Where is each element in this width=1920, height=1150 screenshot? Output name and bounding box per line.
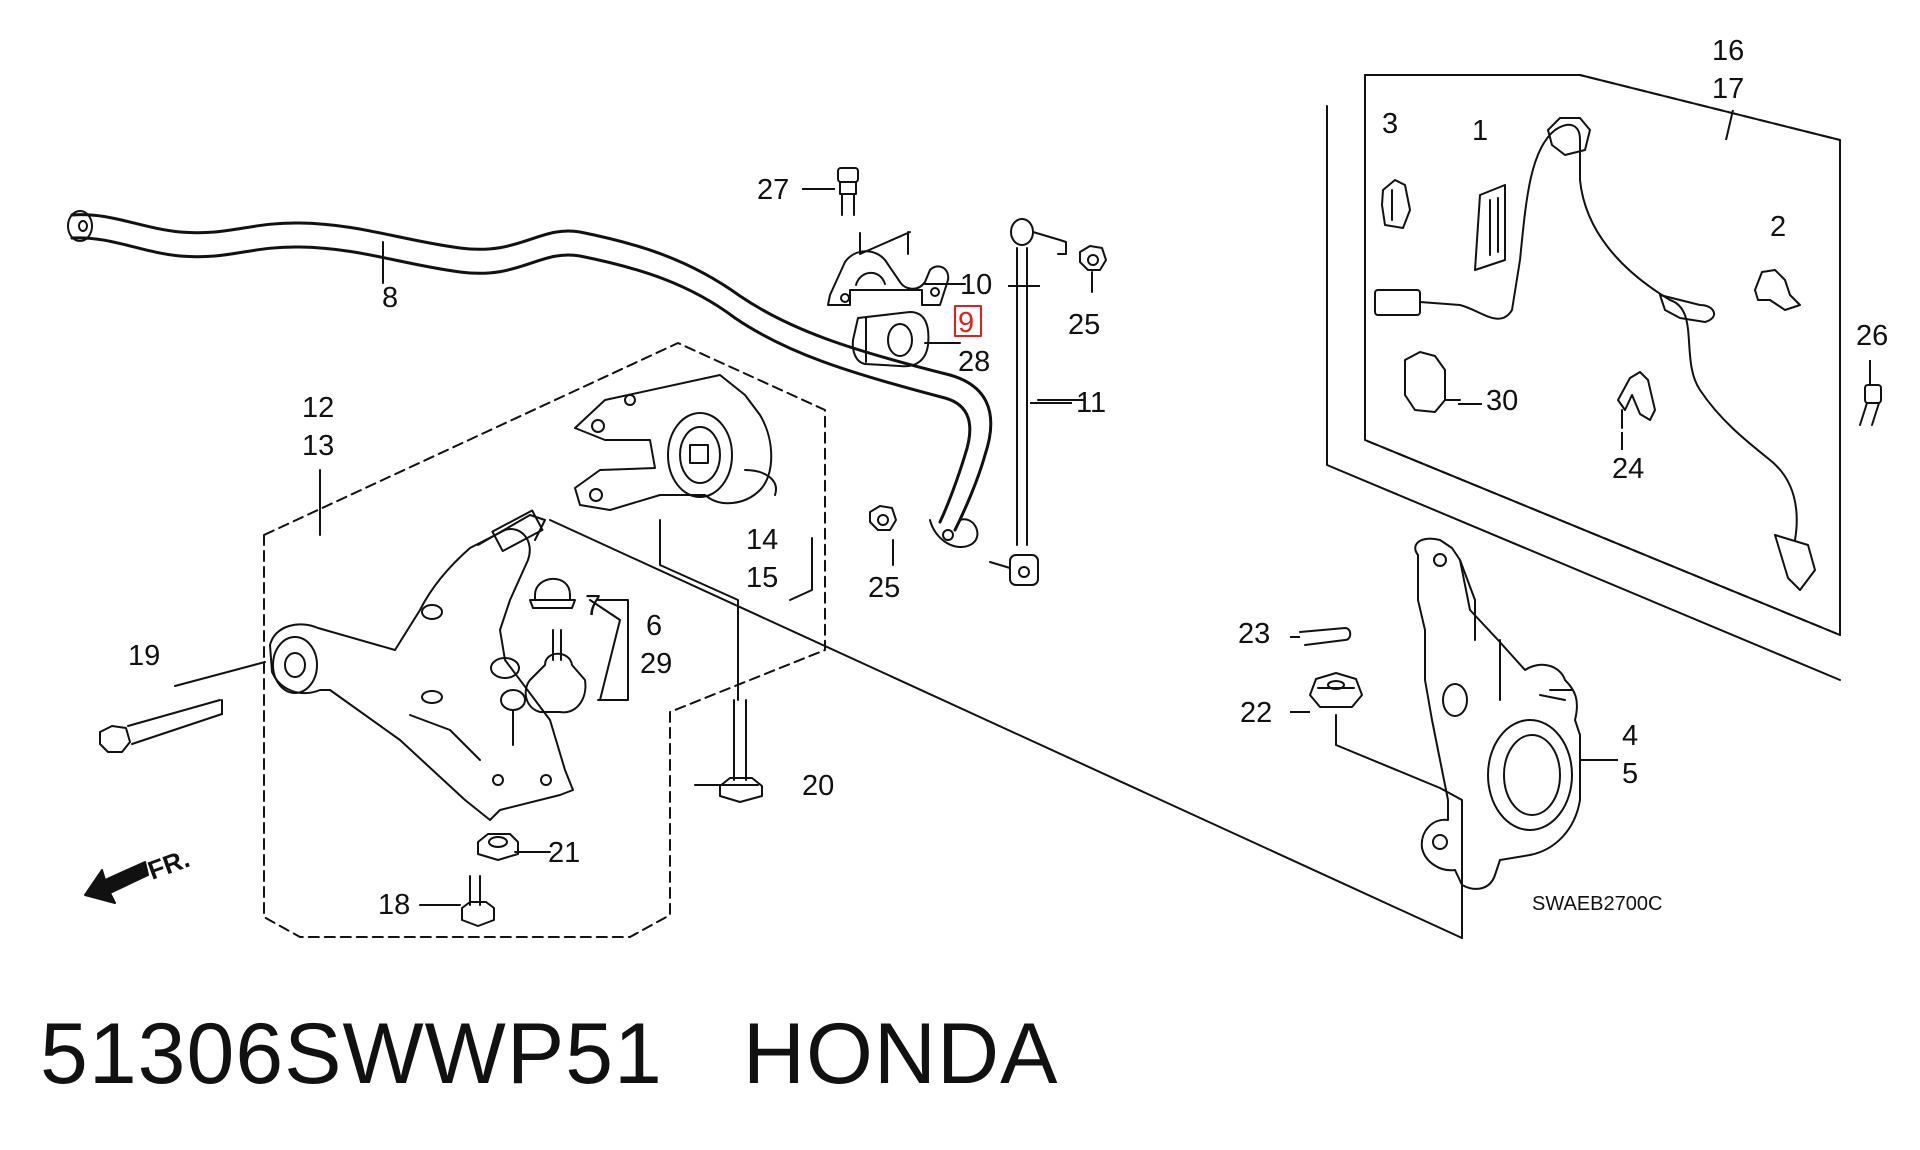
callout-25-upper: 25 (1068, 309, 1100, 341)
stabilizer-link (989, 218, 1067, 586)
callout-20: 20 (802, 770, 834, 802)
callout-19: 19 (128, 640, 160, 672)
leader-lines (174, 231, 1463, 939)
highlight-box (954, 305, 982, 337)
callout-30: 30 (1486, 385, 1518, 417)
callout-25-lower: 25 (868, 572, 900, 604)
callout-13: 13 (302, 430, 334, 462)
callout-9: 9 (958, 307, 974, 339)
callout-18: 18 (378, 889, 410, 921)
callout-7: 7 (585, 590, 601, 622)
callout-14: 14 (746, 524, 778, 556)
callout-17: 17 (1712, 73, 1744, 105)
clip-3 (1381, 179, 1411, 229)
callout-6: 6 (646, 610, 662, 642)
nut-21 (477, 833, 519, 861)
callout-11: 11 (1076, 387, 1106, 419)
callout-16: 16 (1712, 35, 1744, 67)
front-label: FR. (144, 843, 194, 886)
wheel-speed-sensor-harness (1374, 117, 1816, 591)
nut-25-lower (869, 505, 897, 531)
nut-25-upper (1079, 245, 1107, 271)
callout-2: 2 (1770, 211, 1786, 243)
callout-27: 27 (757, 174, 789, 206)
drawing-code: SWAEB2700C (1532, 893, 1662, 915)
callout-4: 4 (1622, 720, 1638, 752)
callout-29: 29 (640, 648, 672, 680)
callout-26: 26 (1856, 320, 1888, 352)
bolt-27 (837, 167, 859, 216)
callout-labels: 8 27 10 9 28 25 11 12 13 14 15 25 7 6 29… (128, 35, 1888, 921)
stabilizer-bushing-holder (827, 250, 950, 306)
callout-23: 23 (1238, 618, 1270, 650)
callout-5: 5 (1622, 758, 1638, 790)
bolt-20 (719, 699, 763, 803)
stabilizer-bar (67, 210, 993, 548)
callout-15: 15 (746, 562, 778, 594)
bolt-19 (99, 699, 223, 753)
sensor-box-dash (1364, 74, 1841, 636)
clip-24 (1617, 371, 1656, 429)
callout-3: 3 (1382, 108, 1398, 140)
front-arrow (84, 861, 149, 904)
clip-30 (1404, 351, 1461, 413)
bolt-26 (1859, 384, 1882, 426)
caption: 51306SWWP51 HONDA (40, 1005, 1138, 1104)
callout-21: 21 (548, 837, 580, 869)
sensor-group-outline (1326, 74, 1841, 681)
cotter-pin-23 (1299, 627, 1352, 646)
callout-24: 24 (1612, 453, 1644, 485)
callout-8: 8 (382, 282, 398, 314)
lower-arm-group-outline (263, 342, 826, 938)
callout-1: 1 (1472, 115, 1488, 147)
callout-22: 22 (1240, 697, 1272, 729)
label-leaders (802, 109, 1871, 761)
bolt-18 (461, 875, 495, 927)
stabilizer-bushing (851, 311, 930, 368)
clip-2 (1754, 269, 1801, 311)
lower-control-arm (269, 509, 574, 821)
castle-nut-22 (1309, 672, 1463, 939)
ball-joint (490, 577, 587, 746)
steering-knuckle (1414, 537, 1581, 890)
callout-28: 28 (958, 346, 990, 378)
brand-name: HONDA (742, 1006, 1059, 1102)
part-number: 51306SWWP51 (40, 1006, 663, 1102)
callout-10: 10 (960, 269, 992, 301)
callout-12: 12 (302, 392, 334, 424)
compliance-bushing (574, 374, 777, 511)
